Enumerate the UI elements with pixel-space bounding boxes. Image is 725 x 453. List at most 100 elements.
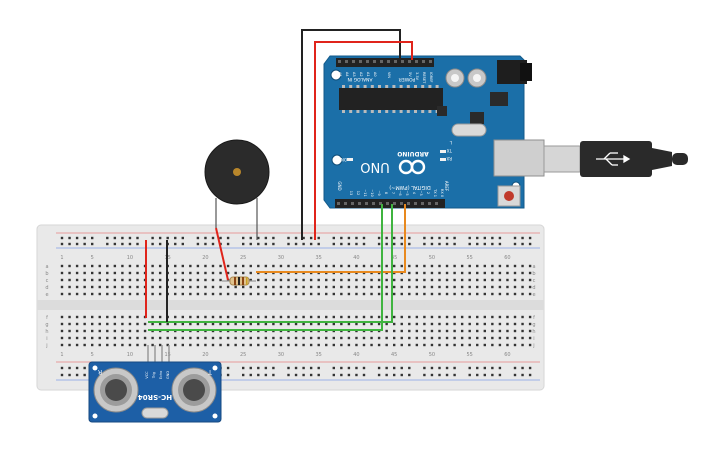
breadboard-hole[interactable] [287,322,290,326]
breadboard-hole[interactable] [151,322,154,326]
breadboard-hole[interactable] [355,322,358,326]
breadboard-hole[interactable] [279,343,283,347]
rail-hole[interactable] [219,236,222,240]
breadboard-hole[interactable] [166,336,169,340]
breadboard-hole[interactable] [242,315,245,319]
breadboard-hole[interactable] [136,329,139,333]
header-pin[interactable] [407,202,410,205]
breadboard-hole[interactable] [423,343,426,347]
breadboard-hole[interactable] [513,329,517,333]
breadboard-hole[interactable] [483,292,486,296]
rail-hole[interactable] [128,236,132,240]
breadboard-hole[interactable] [264,278,268,282]
breadboard-hole[interactable] [121,336,124,340]
rail-hole[interactable] [408,242,411,246]
breadboard-hole[interactable] [513,264,517,268]
breadboard-hole[interactable] [362,315,366,319]
breadboard-hole[interactable] [83,271,86,275]
breadboard-hole[interactable] [264,292,268,296]
rail-hole[interactable] [294,373,298,377]
rail-hole[interactable] [491,242,494,246]
breadboard-hole[interactable] [211,278,215,282]
breadboard-hole[interactable] [249,285,252,289]
breadboard-hole[interactable] [370,292,373,296]
rail-hole[interactable] [257,242,260,246]
breadboard-hole[interactable] [174,285,177,289]
breadboard-hole[interactable] [302,264,305,268]
breadboard-hole[interactable] [166,322,169,326]
rail-hole[interactable] [340,236,343,240]
breadboard-hole[interactable] [453,292,456,296]
breadboard-hole[interactable] [91,278,94,282]
breadboard-hole[interactable] [506,271,509,275]
rail-hole[interactable] [445,236,449,240]
breadboard-hole[interactable] [272,343,275,347]
breadboard-hole[interactable] [106,271,109,275]
breadboard-hole[interactable] [158,322,162,326]
breadboard-hole[interactable] [302,336,305,340]
rail-hole[interactable] [151,242,154,246]
breadboard-hole[interactable] [393,329,396,333]
breadboard-hole[interactable] [528,329,532,333]
breadboard-hole[interactable] [521,292,524,296]
breadboard-hole[interactable] [453,322,456,326]
breadboard-hole[interactable] [151,336,154,340]
breadboard-hole[interactable] [423,271,426,275]
breadboard-hole[interactable] [317,278,320,282]
breadboard-hole[interactable] [219,322,222,326]
breadboard-hole[interactable] [521,264,524,268]
rail-hole[interactable] [113,236,117,240]
rail-hole[interactable] [408,373,411,377]
breadboard-hole[interactable] [332,278,335,282]
rail-hole[interactable] [332,366,335,370]
breadboard-hole[interactable] [445,271,449,275]
breadboard-hole[interactable] [83,336,86,340]
breadboard-hole[interactable] [430,271,434,275]
breadboard-hole[interactable] [347,322,351,326]
breadboard-hole[interactable] [438,292,441,296]
breadboard-hole[interactable] [468,315,471,319]
header-pin[interactable] [408,60,411,63]
rail-hole[interactable] [249,373,252,377]
rail-hole[interactable] [166,236,169,240]
breadboard-hole[interactable] [309,322,313,326]
breadboard-hole[interactable] [445,285,449,289]
breadboard-hole[interactable] [302,278,305,282]
rail-hole[interactable] [204,242,207,246]
rail-hole[interactable] [151,236,154,240]
rail-hole[interactable] [513,242,517,246]
rail-hole[interactable] [430,373,434,377]
breadboard-hole[interactable] [347,336,351,340]
breadboard-hole[interactable] [151,285,154,289]
breadboard-hole[interactable] [204,322,207,326]
breadboard-hole[interactable] [189,285,192,289]
breadboard-hole[interactable] [445,315,449,319]
rail-hole[interactable] [528,236,532,240]
rail-hole[interactable] [498,242,502,246]
breadboard-hole[interactable] [423,329,426,333]
breadboard-hole[interactable] [196,278,200,282]
breadboard-hole[interactable] [393,292,396,296]
breadboard-hole[interactable] [453,343,456,347]
rail-hole[interactable] [476,373,479,377]
breadboard-hole[interactable] [113,285,117,289]
breadboard-hole[interactable] [75,271,79,275]
rail-hole[interactable] [521,242,524,246]
breadboard-hole[interactable] [204,271,207,275]
breadboard-hole[interactable] [151,278,154,282]
breadboard-hole[interactable] [468,278,471,282]
breadboard-hole[interactable] [445,278,449,282]
breadboard-hole[interactable] [242,264,245,268]
rail-hole[interactable] [242,236,245,240]
rail-hole[interactable] [400,366,403,370]
breadboard-hole[interactable] [68,322,71,326]
breadboard-hole[interactable] [106,322,109,326]
breadboard-hole[interactable] [143,343,147,347]
breadboard-hole[interactable] [204,264,207,268]
breadboard-hole[interactable] [393,315,396,319]
breadboard-hole[interactable] [279,264,283,268]
rail-hole[interactable] [106,236,109,240]
header-pin[interactable] [380,60,383,63]
breadboard-hole[interactable] [430,315,434,319]
breadboard-hole[interactable] [438,264,441,268]
